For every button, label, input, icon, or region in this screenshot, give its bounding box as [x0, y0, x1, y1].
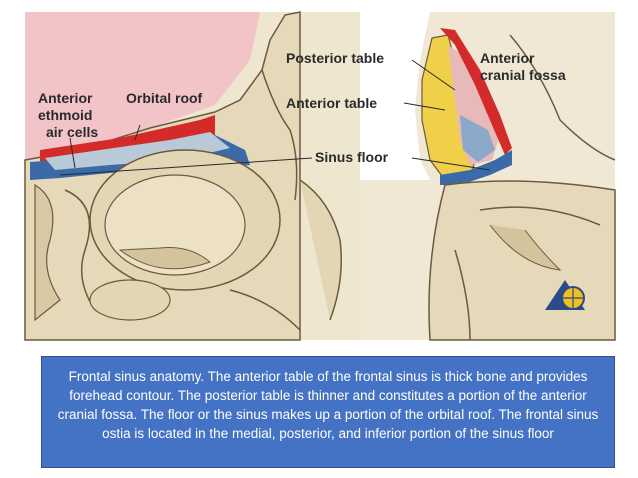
- label-sinus-floor: Sinus floor: [315, 149, 389, 165]
- label-anterior-ethmoid-line3: air cells: [46, 124, 98, 140]
- label-posterior-table: Posterior table: [286, 50, 384, 66]
- label-anterior-ethmoid-line2: ethmoid: [38, 107, 92, 123]
- globe-logo-icon: [545, 280, 585, 310]
- label-orbital-roof: Orbital roof: [126, 90, 203, 106]
- leader-lines: [59, 59, 491, 176]
- label-anterior-cranial-fossa-line1: Anterior: [480, 50, 535, 66]
- label-anterior-cranial-fossa-line2: cranial fossa: [480, 67, 566, 83]
- caption-box: Frontal sinus anatomy. The anterior tabl…: [41, 356, 615, 468]
- label-anterior-table: Anterior table: [286, 95, 377, 111]
- right-frontal-sinus-panel: [360, 12, 616, 341]
- anatomy-labels: Anterior ethmoid air cells Orbital roof …: [38, 50, 566, 165]
- left-sagittal-panel: [24, 11, 360, 341]
- label-anterior-ethmoid-line1: Anterior: [38, 90, 93, 106]
- caption-text: Frontal sinus anatomy. The anterior tabl…: [57, 369, 599, 441]
